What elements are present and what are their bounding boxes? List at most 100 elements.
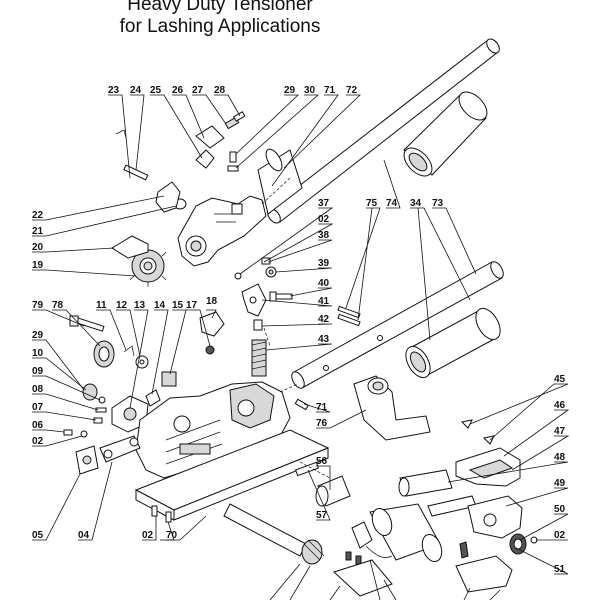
lower-grip-cylinder [405, 307, 501, 379]
clip-23 [115, 129, 127, 139]
clip-11 [123, 345, 135, 357]
callout-15: 15 [172, 300, 184, 311]
roller-78 [93, 340, 115, 368]
callout-43: 43 [318, 334, 330, 345]
guide-46-47 [455, 447, 521, 487]
callout-73: 73 [432, 198, 444, 209]
upper-long-tube [267, 38, 500, 224]
callout-02-left: 02 [32, 436, 44, 447]
callout-29-top: 29 [284, 85, 296, 96]
pin-42 [253, 319, 263, 331]
callout-numbers: 23 24 25 26 27 28 29 30 71 72 22 21 20 1… [32, 85, 566, 575]
stud-02-a [151, 505, 158, 517]
pin-29-top [229, 151, 237, 163]
screw-28 [232, 111, 246, 122]
callout-70: 70 [166, 530, 178, 541]
callout-02-upper: 02 [318, 214, 330, 225]
stud-02-b [165, 511, 172, 523]
callout-74: 74 [386, 198, 398, 209]
plate-20 [111, 235, 149, 259]
callout-29-left: 29 [32, 330, 44, 341]
callout-07: 07 [32, 402, 44, 413]
callout-46: 46 [554, 400, 566, 411]
lever-pawl-22 [155, 181, 181, 213]
washer-09 [98, 396, 106, 404]
ball-02b [80, 430, 88, 438]
callout-05: 05 [32, 530, 44, 541]
callout-08: 08 [32, 384, 44, 395]
pawl-41 [241, 283, 267, 317]
base-plate-70 [134, 429, 330, 521]
callout-72: 72 [346, 85, 358, 96]
screws-45 [460, 419, 495, 445]
block-51 [455, 555, 513, 593]
callout-41: 41 [318, 296, 330, 307]
callout-22: 22 [32, 210, 44, 221]
pin-08 [95, 407, 107, 413]
callout-78: 78 [52, 300, 64, 311]
callout-34: 34 [410, 198, 422, 209]
lower-clip-parts [333, 521, 393, 597]
handle-body [177, 195, 267, 267]
pins-75 [337, 305, 361, 327]
callout-20: 20 [32, 242, 44, 253]
callout-19: 19 [32, 260, 44, 271]
callout-23: 23 [108, 85, 120, 96]
callout-17: 17 [186, 300, 198, 311]
callout-51: 51 [554, 564, 566, 575]
callout-42: 42 [318, 314, 330, 325]
leader-lines [32, 94, 570, 600]
diagram-title: Heavy Duty Tensioner for Lashing Applica… [0, 0, 440, 38]
callout-71-lower: 71 [316, 402, 328, 413]
callout-28: 28 [214, 85, 226, 96]
part-26 [195, 125, 225, 149]
callout-57: 57 [316, 510, 328, 521]
title-line-1: Heavy Duty Tensioner [127, 0, 313, 15]
callout-56: 56 [316, 456, 328, 467]
bushing-15 [161, 371, 177, 387]
spring-51-top [459, 541, 469, 559]
callout-21: 21 [32, 226, 44, 237]
link-04 [99, 435, 141, 463]
callout-39: 39 [318, 258, 330, 269]
callout-47: 47 [554, 426, 566, 437]
pin-07 [93, 417, 103, 424]
pin-24 [123, 164, 149, 181]
callout-75: 75 [366, 198, 378, 209]
pin-30 [227, 165, 239, 172]
bushing-56 [315, 475, 351, 507]
callout-09: 09 [32, 366, 44, 377]
knob-50 [509, 533, 527, 555]
callout-37: 37 [318, 198, 330, 209]
callout-50: 50 [554, 504, 566, 515]
callout-02-bottom: 02 [142, 530, 154, 541]
callout-18: 18 [206, 296, 218, 307]
callout-25: 25 [150, 85, 162, 96]
part-25 [195, 149, 215, 169]
main-housing [135, 381, 291, 479]
callout-06: 06 [32, 420, 44, 431]
upper-grip-cylinder [403, 91, 488, 177]
drive-shaft [223, 503, 325, 565]
upper-sleeve [257, 148, 303, 215]
callout-38: 38 [318, 230, 330, 241]
callout-02-right: 02 [554, 530, 566, 541]
pin-71-lower [294, 398, 309, 411]
spring-43 [251, 339, 267, 377]
bolt-40 [269, 291, 293, 302]
roller-10 [82, 383, 98, 401]
assembly-guides [261, 177, 331, 479]
callout-27: 27 [192, 85, 204, 96]
callout-71-top: 71 [324, 85, 336, 96]
callout-24: 24 [130, 85, 142, 96]
callout-10: 10 [32, 348, 44, 359]
ball-37 [234, 272, 242, 280]
washer-12-hole [139, 359, 145, 365]
callout-40: 40 [318, 278, 330, 289]
callout-04: 04 [78, 530, 90, 541]
callout-13: 13 [134, 300, 146, 311]
part-18 [199, 311, 225, 337]
callout-14: 14 [154, 300, 166, 311]
callout-26: 26 [172, 85, 184, 96]
